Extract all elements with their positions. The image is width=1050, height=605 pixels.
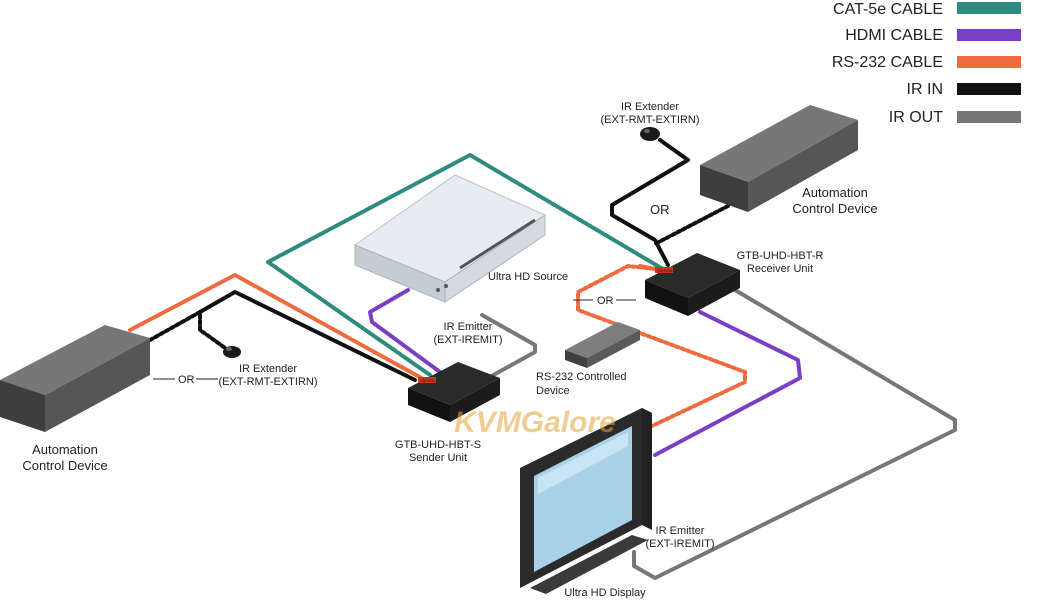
source-label: Ultra HD Source [488,271,568,283]
labels: IR Extender (EXT-RMT-EXTIRN) OR Automati… [22,101,877,599]
automation-control-device-left [0,325,150,432]
legend-label-cat5e: CAT-5e CABLE [833,1,943,18]
ir-extender-top-model: (EXT-RMT-EXTIRN) [601,114,700,126]
ir-extender-left-model: (EXT-RMT-EXTIRN) [219,376,318,388]
receiver-label-2: Receiver Unit [747,263,813,275]
ir-emitter-bottom-model: (EXT-IREMIT) [645,538,714,550]
receiver-label-1: GTB-UHD-HBT-R [737,250,824,262]
or-label-top: OR [650,202,670,217]
legend-swatch-ir-out [957,111,1021,123]
ir-out-cable-right [632,288,957,580]
legend-swatch-hdmi [957,29,1021,41]
watermark: KVMGalore [454,406,616,439]
ir-in-cable-left [198,290,417,382]
ir-extender-top-sensor [640,127,660,141]
ir-in-dotted-top [653,204,730,246]
or-label-left: OR [178,374,195,386]
ir-in-dotted-left [148,310,230,352]
ultra-hd-source [353,174,547,303]
hdmi-cable-display [653,310,802,457]
automation-right-label-1: Automation [802,185,868,200]
automation-control-device-right [700,105,858,212]
ir-emitter-mid-label: IR Emitter [444,321,493,333]
rs232-cable-dotted [576,264,747,462]
ir-extender-left-label: IR Extender [239,363,297,375]
automation-right-label-2: Control Device [792,201,877,216]
rs232-cable-left [128,273,427,382]
ir-extender-top-label: IR Extender [621,101,679,113]
hdmi-cable-source [368,288,442,374]
automation-left-label-2: Control Device [22,458,107,473]
rs232-device-label-1: RS-232 Controlled [536,371,627,383]
legend-label-rs232: RS-232 CABLE [832,54,943,71]
automation-left-label-1: Automation [32,442,98,457]
ir-out-cable-mid [480,313,537,380]
legend-swatch-rs232 [957,56,1021,68]
ultra-hd-display [520,408,652,594]
rs232-device-label-2: Device [536,385,570,397]
sender-unit: GEFEN [408,362,500,422]
legend-swatch-cat5e [957,2,1021,14]
rs232-controlled-device [565,322,640,368]
ir-extender-left-sensor [223,346,241,358]
ir-emitter-bottom-label: IR Emitter [656,525,705,537]
sender-label-1: GTB-UHD-HBT-S [395,439,481,451]
receiver-unit: GEFEN [645,253,740,316]
display-label: Ultra HD Display [564,587,646,599]
sender-label-2: Sender Unit [409,452,467,464]
legend-label-ir-out: IR OUT [889,109,943,126]
receiver-brand-label: GEFEN [658,268,672,273]
legend-label-ir-in: IR IN [907,81,943,98]
legend: CAT-5e CABLE HDMI CABLE RS-232 CABLE IR … [832,1,1021,126]
legend-swatch-ir-in [957,83,1021,95]
legend-label-hdmi: HDMI CABLE [845,27,943,44]
ir-emitter-mid-model: (EXT-IREMIT) [433,334,502,346]
or-label-middle: OR [597,295,614,307]
cat5e-cable [266,153,670,377]
sender-brand-label: GEFEN [421,378,435,383]
